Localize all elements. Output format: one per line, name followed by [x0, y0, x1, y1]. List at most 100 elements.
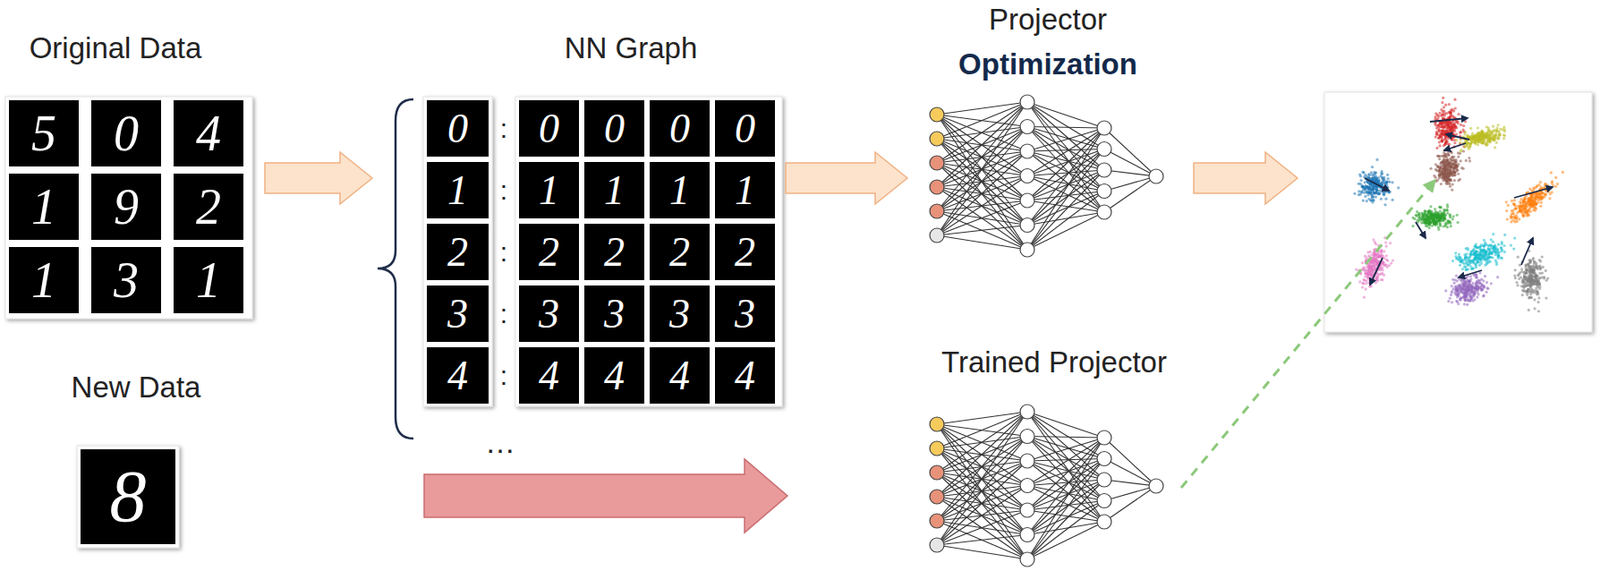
scatter-point [1439, 182, 1443, 186]
scatter-point [1447, 182, 1451, 186]
network-link [1027, 479, 1105, 536]
scatter-point [1534, 185, 1538, 188]
scatter-point [1554, 176, 1558, 179]
network-link [936, 411, 1028, 425]
scatter-point [1493, 138, 1497, 142]
network-link [936, 102, 1028, 115]
scatter-point [1514, 206, 1518, 210]
scatter-point [1361, 170, 1364, 174]
scatter-point [1420, 212, 1423, 215]
scatter-point [1371, 198, 1375, 202]
scatter-point [1531, 202, 1535, 205]
neuron [1097, 493, 1112, 509]
network-link [936, 162, 1028, 250]
scatter-point [1539, 186, 1542, 189]
network-link [1027, 459, 1105, 486]
scatter-point [1378, 192, 1381, 196]
scatter-point [1427, 222, 1430, 226]
digit-cell [649, 285, 710, 342]
network-link [936, 127, 1028, 237]
scatter-point [1354, 267, 1358, 271]
scatter-point [1511, 209, 1515, 213]
digit-cell [8, 100, 79, 167]
scatter-point [1550, 190, 1554, 194]
network-link [1027, 459, 1105, 462]
scatter-point [1456, 221, 1460, 224]
network-link [936, 235, 1028, 250]
network-link [1027, 149, 1105, 202]
scatter-point [1375, 177, 1379, 180]
scatter-point [1449, 127, 1453, 130]
scatter-point [1363, 180, 1367, 184]
network-link [936, 485, 1028, 546]
scatter-point [1415, 214, 1419, 218]
scatter-point [1451, 174, 1455, 178]
scatter-point [1444, 224, 1447, 228]
network-link [936, 510, 1028, 545]
scatter-point [1519, 197, 1523, 201]
scatter-point [1447, 170, 1451, 174]
scatter-point [1373, 240, 1377, 244]
neuron [929, 513, 945, 528]
scatter-point [1357, 189, 1361, 193]
network-link [1027, 102, 1105, 213]
scatter-point [1437, 165, 1440, 169]
scatter-point [1446, 153, 1450, 157]
scatter-point [1512, 212, 1515, 215]
scatter-point [1526, 199, 1530, 203]
network-link [1104, 485, 1157, 522]
scatter-point [1446, 142, 1449, 145]
scatter-point [1543, 193, 1547, 196]
scatter-point [1459, 159, 1463, 162]
scatter-point [1418, 213, 1422, 217]
network-link [1104, 437, 1157, 486]
network-link [936, 411, 1028, 521]
network-link [1027, 127, 1105, 250]
scatter-point [1370, 266, 1373, 270]
image-panels [5, 92, 1592, 548]
scatter-point [1443, 209, 1447, 213]
scatter-point [1374, 177, 1378, 180]
scatter-point [1449, 111, 1453, 115]
digit-cell [8, 246, 79, 314]
scatter-point [1370, 188, 1373, 192]
scatter-point [1454, 164, 1457, 168]
scatter-point [1450, 136, 1454, 140]
scatter-point [1448, 162, 1452, 166]
digit-cell [714, 285, 775, 342]
scatter-point [1519, 210, 1523, 213]
scatter-point [1497, 135, 1500, 138]
network-link [1027, 521, 1105, 536]
scatter-point [1366, 185, 1370, 188]
digit-cell [91, 246, 162, 314]
network-link [1104, 459, 1157, 487]
neuron [1097, 120, 1112, 136]
scatter-point [1442, 126, 1446, 129]
scatter-point [1440, 212, 1444, 216]
scatter-point [1391, 198, 1395, 202]
scatter-point [1446, 203, 1449, 206]
scatter-point [1480, 130, 1483, 134]
scatter-point [1361, 198, 1365, 202]
scatter-point [1435, 220, 1439, 223]
scatter-point [1373, 191, 1377, 195]
scatter-point [1361, 184, 1364, 188]
neuron [929, 155, 945, 171]
scatter-point [1453, 129, 1456, 133]
network-link [936, 225, 1028, 237]
network-link [936, 411, 1028, 449]
scatter-point [1450, 155, 1454, 159]
image-panel [5, 96, 253, 319]
scatter-point [1539, 204, 1542, 208]
scatter-point [1382, 189, 1386, 193]
neuron [929, 179, 945, 195]
scatter-point [1442, 175, 1446, 179]
network-link [1104, 479, 1157, 486]
scatter-point [1438, 157, 1441, 161]
scatter-point [1489, 136, 1493, 139]
neuron [1020, 502, 1035, 518]
scatter-point [1476, 143, 1480, 146]
scatter-point [1449, 136, 1453, 140]
scatter-point [1527, 199, 1531, 203]
scatter-point [1451, 115, 1455, 119]
